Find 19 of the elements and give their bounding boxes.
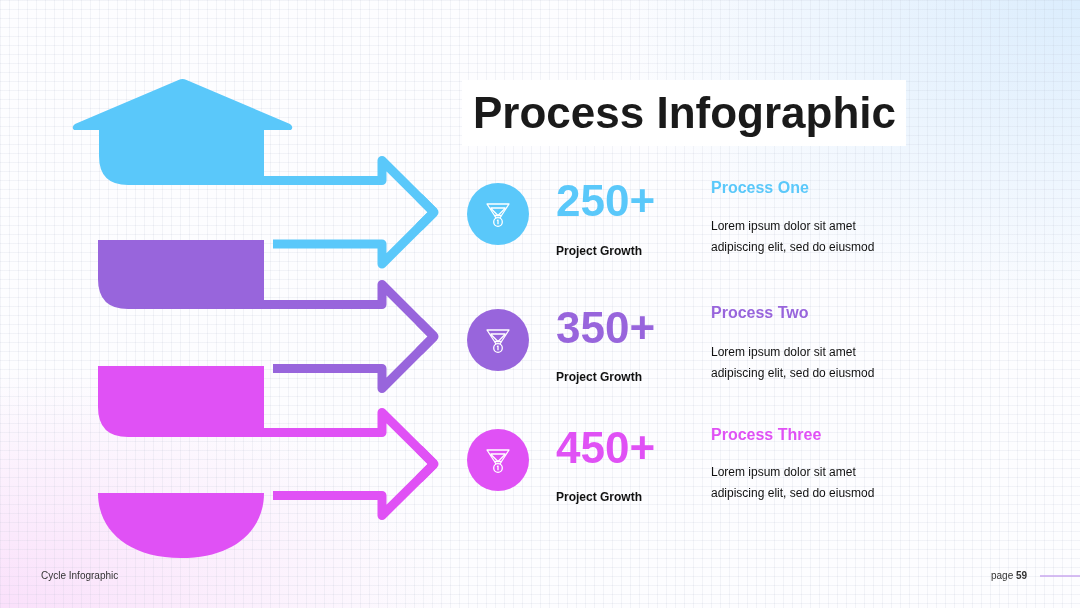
page-number: page 59 <box>991 571 1028 581</box>
stat-number: 250+ <box>556 179 656 223</box>
step-description: Lorem ipsum dolor sit amet adipiscing elit, sed do eiusmod <box>711 463 876 502</box>
step-heading: Process One <box>711 179 809 196</box>
rounded-bar <box>98 366 264 437</box>
house-shape <box>71 78 294 185</box>
stat-caption: Project Growth <box>556 371 642 383</box>
title: Process Infographic <box>462 80 906 146</box>
stat-caption: Project Growth <box>556 491 642 503</box>
step-description: Lorem ipsum dolor sit amet adipiscing elit, sed do eiusmod <box>711 343 876 382</box>
stat-number: 450+ <box>556 426 656 470</box>
step-description: Lorem ipsum dolor sit amet adipiscing elit, sed do eiusmod <box>711 217 876 256</box>
step-heading: Process Two <box>711 304 809 321</box>
stat-number: 350+ <box>556 306 656 350</box>
footer-text: Cycle Infographic <box>41 571 119 581</box>
step-heading: Process Three <box>711 426 822 443</box>
rounded-bar <box>98 240 264 309</box>
stat-caption: Project Growth <box>556 245 642 257</box>
half-round-shape <box>98 493 264 558</box>
